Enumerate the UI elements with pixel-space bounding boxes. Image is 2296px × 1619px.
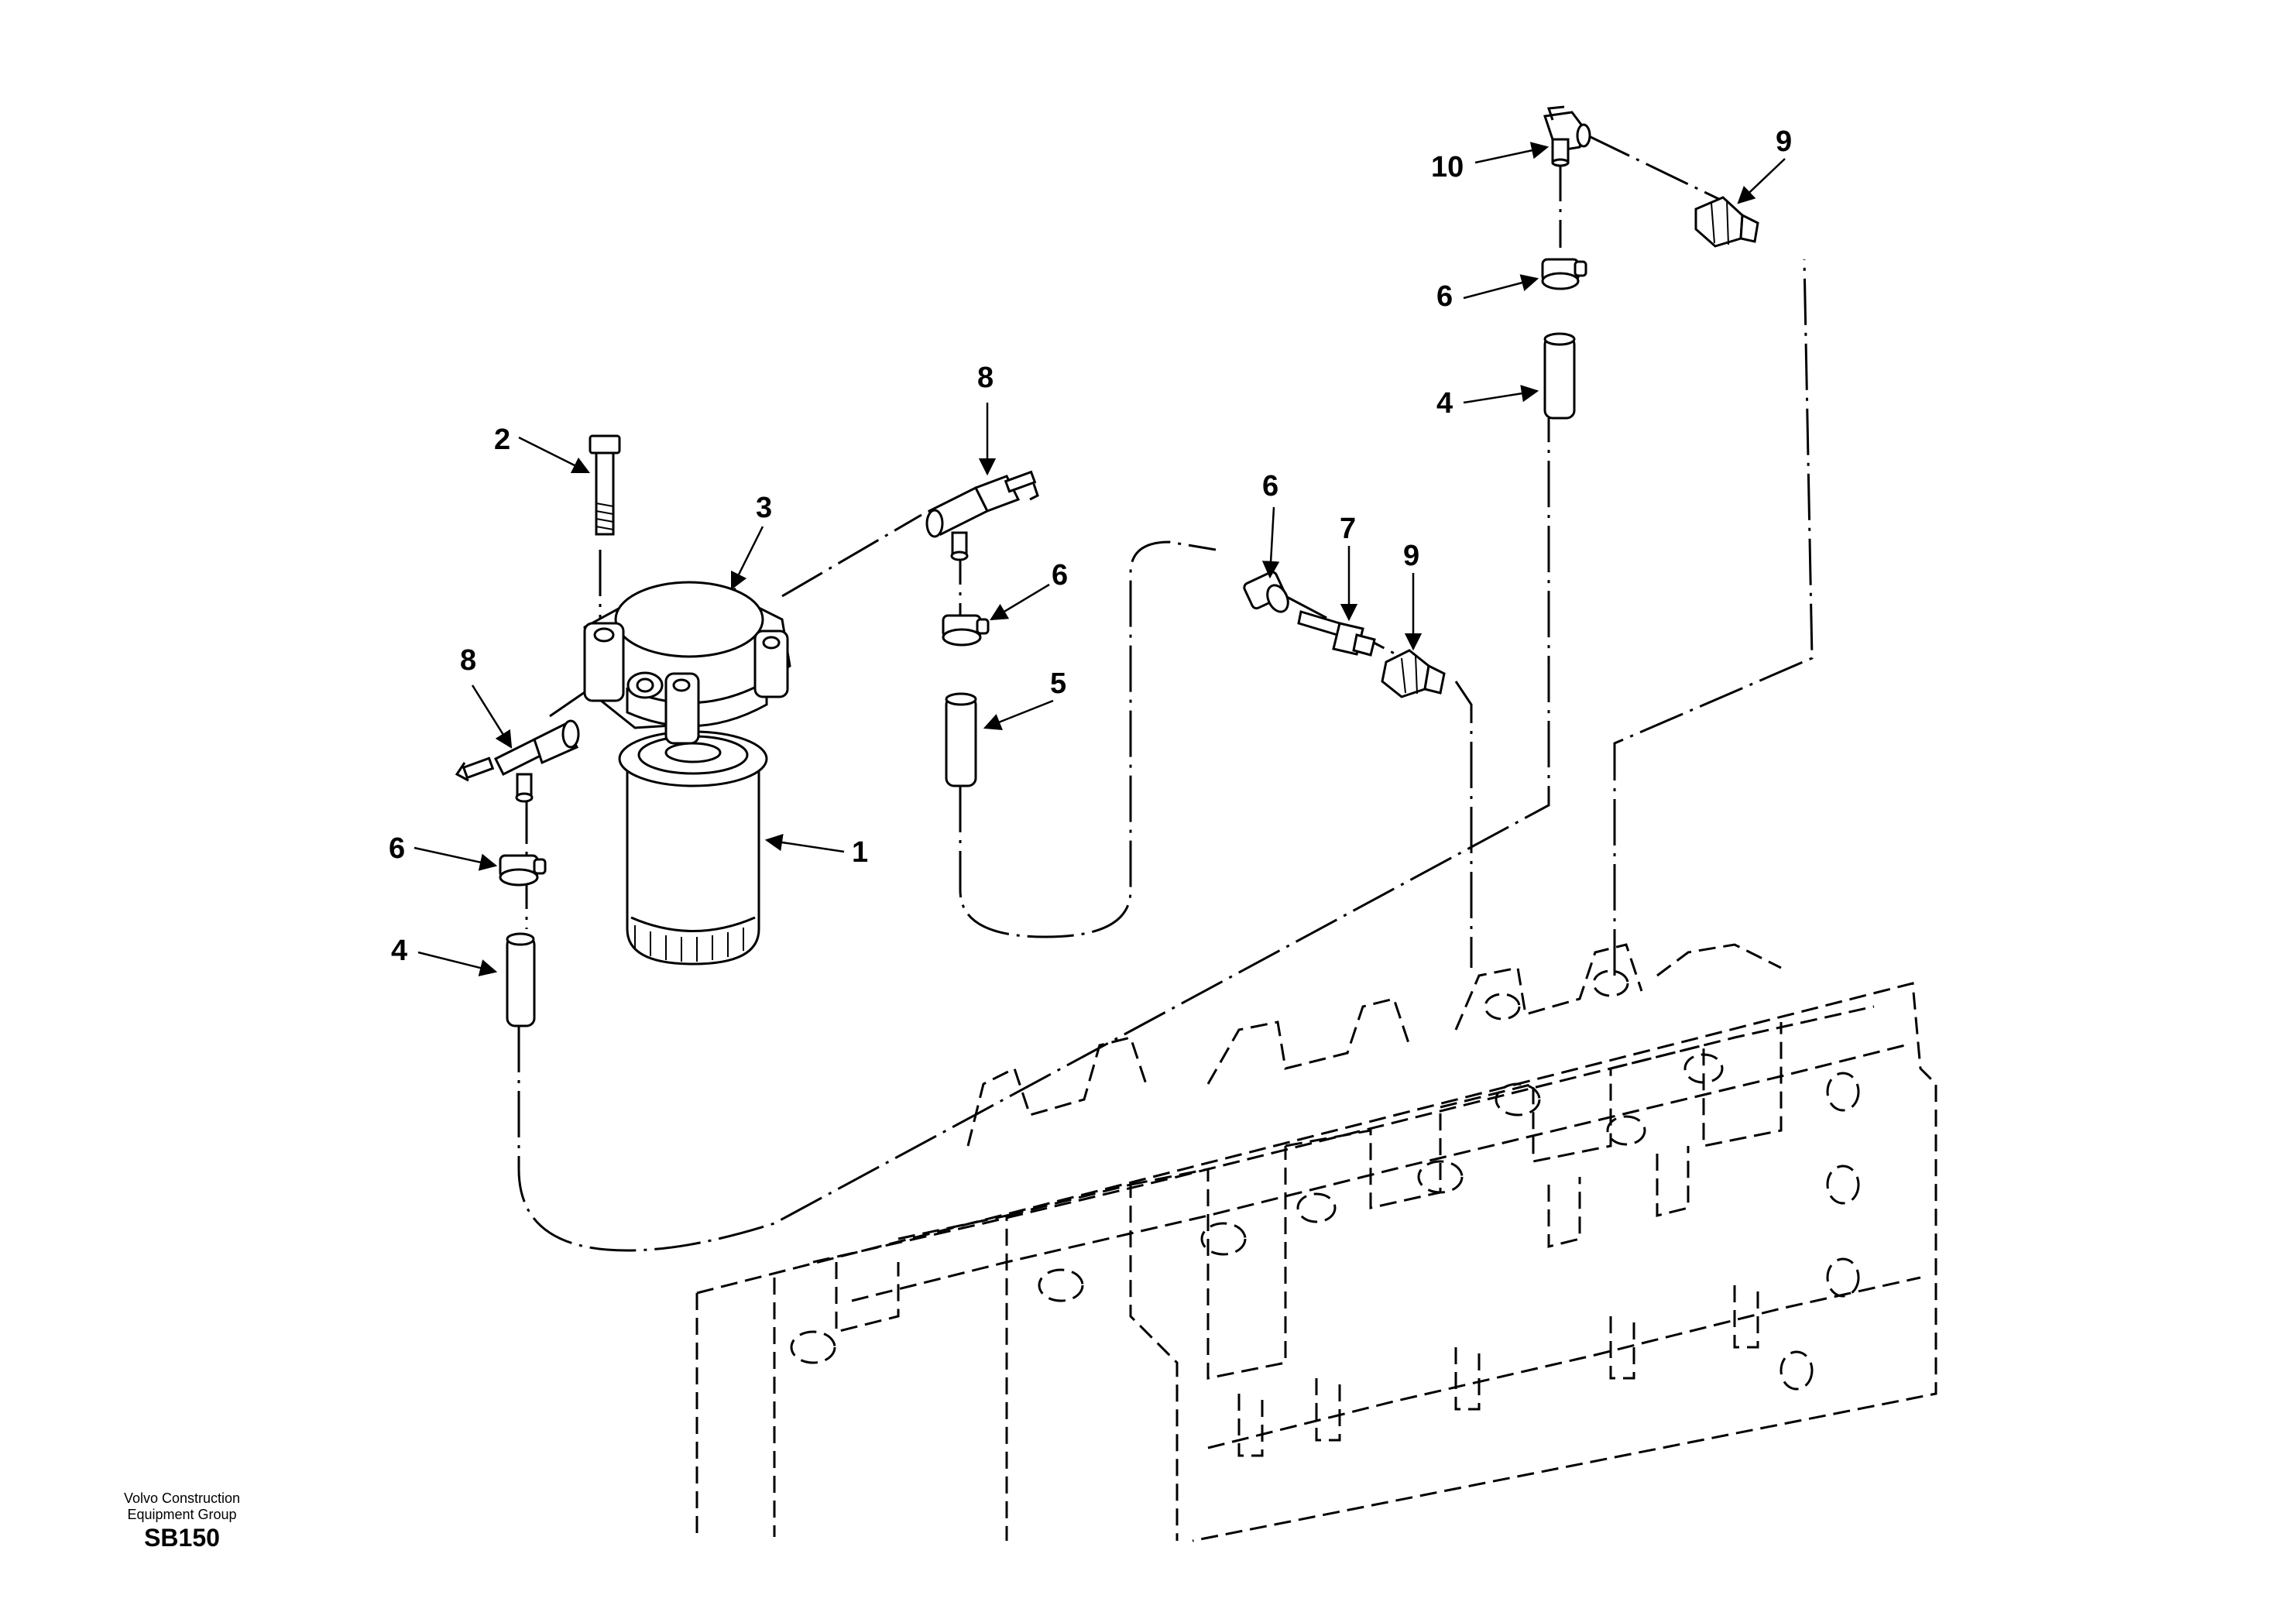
leader-10 [1474, 142, 1550, 164]
leader-arrows [414, 142, 1786, 977]
hose-clamp-mid [1243, 571, 1289, 613]
hose-left [506, 932, 536, 1027]
leader-2 [518, 436, 591, 474]
leader-1 [764, 833, 845, 853]
filter-head [583, 581, 791, 745]
fuel-filter-cartridge [618, 730, 768, 966]
leader-9b [1737, 158, 1786, 204]
tee-fitting-center [925, 470, 1039, 561]
leader-6d [1463, 274, 1539, 300]
leader-8a [471, 684, 513, 749]
callout-10: 10 [1431, 151, 1464, 184]
elbow-fitting [1543, 105, 1591, 167]
leader-3 [730, 526, 764, 591]
hose-right [1543, 332, 1576, 420]
tee-fitting-left [455, 719, 580, 803]
leader-6b [990, 583, 1050, 621]
callout-4-left: 4 [391, 935, 407, 967]
connector-mid [1381, 649, 1446, 698]
callout-5: 5 [1050, 667, 1066, 700]
connector-right [1694, 196, 1759, 248]
callout-8-center: 8 [977, 362, 994, 394]
leader-5 [983, 699, 1054, 730]
callout-7: 7 [1340, 513, 1356, 545]
callout-9-mid: 9 [1403, 540, 1419, 572]
hose-clamp-left [499, 854, 547, 887]
callout-2: 2 [494, 424, 510, 456]
callout-8-left: 8 [460, 644, 476, 677]
publisher-line-2: Equipment Group [127, 1507, 237, 1522]
callout-9-right: 9 [1776, 125, 1792, 158]
callout-4-right: 4 [1436, 387, 1453, 420]
leader-4a [417, 951, 498, 977]
callout-labels: 1 2 3 4 4 5 6 6 6 6 7 8 8 9 9 10 [389, 125, 1792, 967]
bolt [589, 434, 621, 536]
hose-clamp-center [942, 614, 990, 647]
drawing-code: SB150 [144, 1524, 220, 1552]
callout-6-right: 6 [1436, 280, 1453, 313]
callout-1: 1 [852, 836, 868, 869]
nipple-fitting [1297, 610, 1376, 657]
hose-clamp-right [1541, 258, 1587, 290]
publisher-label: Volvo Construction Equipment Group [93, 1490, 271, 1523]
leader-6a [414, 846, 498, 871]
hose-center [945, 692, 977, 787]
publisher-line-1: Volvo Construction [123, 1490, 241, 1506]
callout-6-center: 6 [1052, 559, 1068, 592]
leader-4b [1463, 385, 1539, 404]
callout-6-mid: 6 [1262, 470, 1278, 503]
fuel-lines [517, 134, 1814, 1252]
callout-3: 3 [756, 492, 772, 524]
engine-cylinder-head [695, 943, 1937, 1542]
leader-6c [1261, 506, 1280, 579]
callout-6-left: 6 [389, 832, 405, 865]
